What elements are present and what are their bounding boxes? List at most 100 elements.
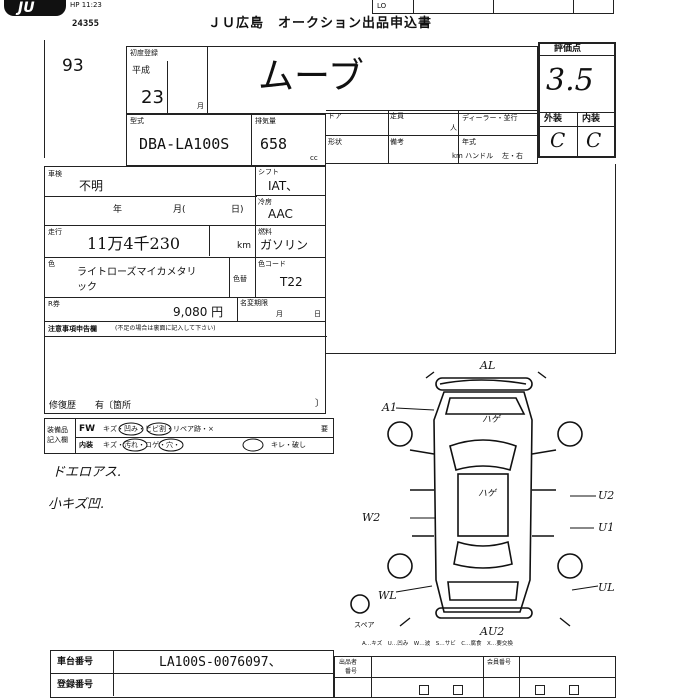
ac-box: 冷房 AAC bbox=[256, 196, 326, 226]
spec-right-box bbox=[326, 164, 616, 354]
grade-score: 3.5 bbox=[546, 63, 594, 98]
mark-roof: ハゲ bbox=[478, 489, 497, 499]
exterior-grade: C bbox=[550, 128, 566, 152]
renewal-day: 日 bbox=[314, 310, 321, 318]
equipment-box: 装備品 記入欄 FW キズ・凹み・ヒビ割・リペア跡・× 要 内装 キズ・汚れ・コ… bbox=[44, 418, 334, 454]
car-damage-diagram bbox=[350, 371, 599, 627]
chassis-value: LA100S-0076097、 bbox=[159, 655, 282, 670]
shift-value: IAT、 bbox=[268, 179, 299, 193]
first-reg-label: 初度登録 bbox=[130, 49, 158, 57]
equipment-label-2: 記入欄 bbox=[47, 436, 68, 444]
logo-mark bbox=[4, 0, 66, 16]
renewal-box: 名変期限 月 日 bbox=[238, 298, 326, 322]
interior-grade: C bbox=[586, 128, 602, 152]
logo: JU HP 11:23 24355 bbox=[0, 0, 102, 30]
mileage-unit: km bbox=[237, 241, 251, 251]
repair-label: 修復歴 bbox=[49, 401, 77, 411]
first-reg-month: 月 bbox=[197, 102, 204, 110]
top-right-box: LO bbox=[372, 0, 614, 14]
ac-value: AAC bbox=[268, 207, 293, 221]
mileage-label: 走行 bbox=[48, 228, 62, 236]
mark-ul: UL bbox=[598, 581, 615, 594]
form-title: ＪＵ広島 オークション出品申込書 bbox=[208, 16, 433, 31]
color-change-label: 色替 bbox=[233, 275, 247, 283]
damage-legend: A…キズ U…凹み W…波 S…サビ C…腐食 X…要交換 bbox=[362, 641, 513, 647]
logo-number: 24355 bbox=[72, 19, 100, 29]
inspection-month: 月( bbox=[173, 205, 186, 215]
handwritten-note-2: 小キズ凹. bbox=[48, 497, 105, 512]
fw-tail: 要 bbox=[321, 425, 328, 433]
handle-value: 左・右 bbox=[502, 152, 523, 160]
shape-label: 形状 bbox=[328, 138, 342, 146]
fuel-label: 燃料 bbox=[258, 228, 272, 236]
renewal-label: 名変期限 bbox=[240, 299, 268, 307]
top-right-text: LO bbox=[377, 2, 387, 10]
inspection-year: 年 bbox=[113, 205, 123, 215]
logo-sub: HP 11:23 bbox=[70, 1, 102, 9]
color-change-box: 色替 bbox=[230, 258, 256, 298]
displacement-box: 排気量 658 cc bbox=[252, 114, 326, 166]
recycle-box: R券 9,080 円 bbox=[44, 298, 238, 322]
car-name: ムーブ bbox=[258, 56, 364, 97]
mark-u1: U1 bbox=[598, 521, 615, 534]
displacement-unit: cc bbox=[310, 154, 318, 162]
color-code: T22 bbox=[280, 275, 303, 289]
first-reg-year: 23 bbox=[141, 87, 164, 108]
mark-rear: AU2 bbox=[480, 625, 505, 638]
mark-u2: U2 bbox=[598, 489, 615, 502]
mark-a1: A1 bbox=[382, 401, 397, 414]
displacement-label: 排気量 bbox=[255, 117, 276, 125]
mark-wl: WL bbox=[378, 589, 397, 602]
model-year-label: 年式 bbox=[462, 138, 476, 146]
chassis-label: 車台番号 bbox=[57, 657, 94, 667]
capacity-unit: 人 bbox=[450, 124, 457, 132]
exterior-label: 外装 bbox=[544, 114, 563, 124]
chassis-box: 車台番号 LA100S-0076097、 bbox=[50, 650, 334, 674]
mark-spare: スペア bbox=[354, 621, 375, 629]
renewal-month: 月 bbox=[276, 310, 283, 318]
dealer-label: ディーラー・並行 bbox=[462, 114, 518, 122]
fuel-value: ガソリン bbox=[260, 238, 309, 252]
fuel-box: 燃料 ガソリン bbox=[256, 226, 326, 258]
footer-label-3: 会員番号 bbox=[487, 659, 512, 666]
color-value-line2: ック bbox=[77, 282, 97, 293]
model-value: DBA-LA100S bbox=[139, 135, 230, 153]
recycle-label: R券 bbox=[48, 300, 60, 308]
color-box: 色 ライトローズマイカメタリ ック bbox=[44, 258, 230, 298]
car-name-box: ムーブ bbox=[208, 46, 538, 114]
logo-text: JU bbox=[18, 0, 35, 16]
fw-label: FW bbox=[79, 424, 96, 434]
inspection-label: 車検 bbox=[48, 170, 62, 178]
equipment-label-1: 装備品 bbox=[47, 426, 68, 434]
inspection-box: 車検 不明 年 月( 日) bbox=[44, 166, 257, 226]
notes-header: 注意事項申告欄 bbox=[48, 325, 97, 333]
remarks-label: 備考 bbox=[390, 138, 404, 146]
interior-label: 内装 bbox=[582, 114, 601, 124]
upper-rule bbox=[44, 166, 326, 167]
inspection-value: 不明 bbox=[79, 179, 104, 193]
mark-front: AL bbox=[480, 359, 496, 372]
mark-w2: W2 bbox=[362, 511, 381, 524]
recycle-value: 9,080 円 bbox=[173, 305, 224, 319]
int-label: 内装 bbox=[79, 441, 93, 449]
ac-label: 冷房 bbox=[258, 198, 272, 206]
mark-hood: ハゲ bbox=[482, 415, 501, 425]
shift-box: シフト IAT、 bbox=[256, 166, 326, 196]
displacement-value: 658 bbox=[260, 135, 288, 153]
color-code-label: 色コード bbox=[258, 260, 286, 268]
color-value-line1: ライトローズマイカメタリ bbox=[77, 267, 197, 278]
spec-table: ドア 定員 人 ディーラー・並行 形状 備考 年式 km ハンドル 左・右 bbox=[326, 110, 538, 164]
repair-value: 有〔箇所 bbox=[95, 401, 132, 411]
color-label: 色 bbox=[48, 260, 55, 268]
int-tail: キレ・破し bbox=[271, 441, 306, 449]
grade-box: 評価点 3.5 外装 内装 C C bbox=[538, 42, 616, 158]
mileage-box: 走行 11万4千230 km bbox=[44, 226, 256, 258]
repair-close: 〕 bbox=[315, 399, 325, 409]
mileage-value: 11万4千230 bbox=[87, 234, 181, 253]
notes-box: 注意事項申告欄 (不足の場合は裏面に記入して下さい) 修復歴 有〔箇所 〕 bbox=[44, 322, 327, 414]
registration-label: 登録番号 bbox=[57, 680, 94, 690]
circle-marks bbox=[118, 422, 264, 452]
footer-label-1: 出品者 bbox=[339, 659, 358, 666]
int-items: キズ・汚れ・コゲ・穴・ bbox=[103, 441, 180, 449]
model-label: 型式 bbox=[130, 117, 144, 125]
